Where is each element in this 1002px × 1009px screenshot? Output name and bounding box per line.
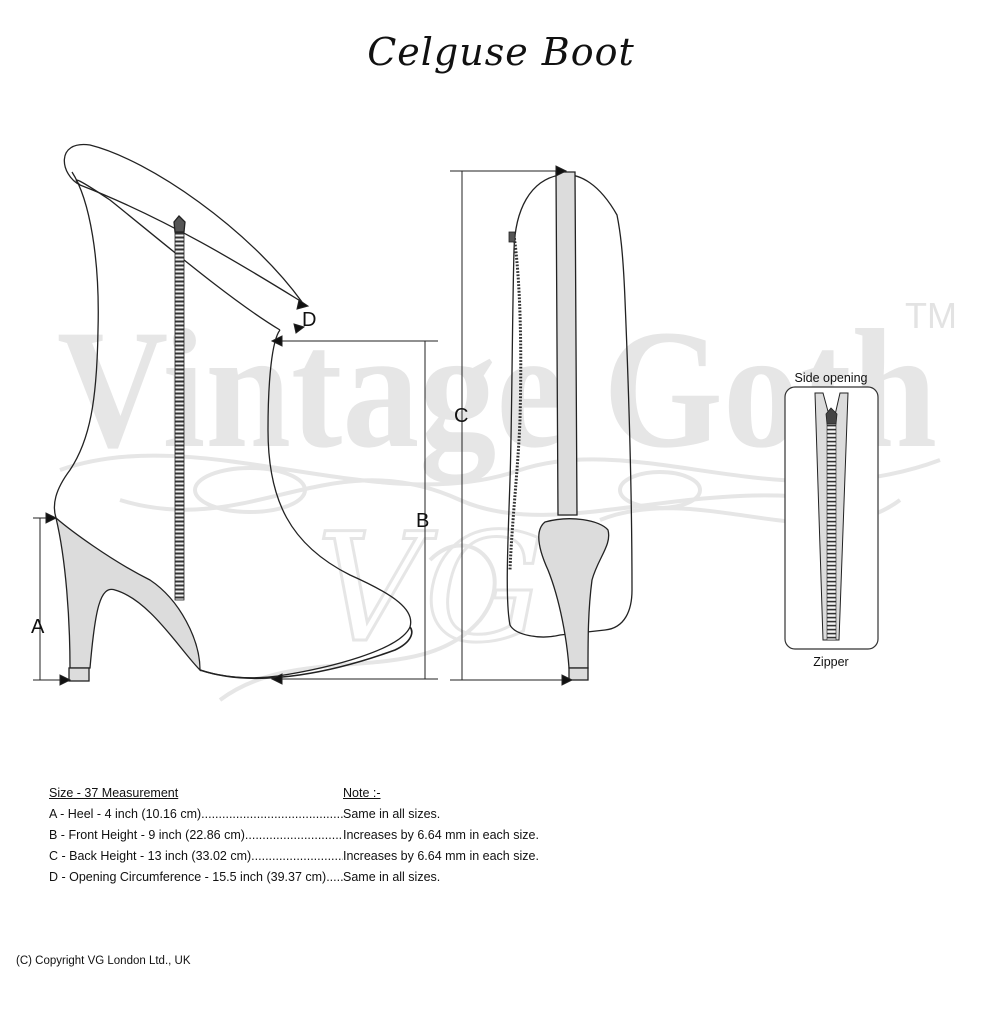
side-zipper-pull xyxy=(508,231,516,243)
measurement-row: D - Opening Circumference - 15.5 inch (3… xyxy=(49,867,539,888)
dimension-label-a: A xyxy=(31,616,45,638)
measurement-label: A - Heel - 4 inch (10.16 cm) xyxy=(49,804,343,825)
measurement-header-row: Size - 37 Measurement Note :- xyxy=(49,783,539,804)
page-title: Celguse Boot xyxy=(367,30,635,74)
back-view-outline xyxy=(506,173,633,638)
measurement-note: Same in all sizes. xyxy=(343,807,441,821)
side-zipper xyxy=(508,234,523,571)
measurement-row: A - Heel - 4 inch (10.16 cm) Same in all… xyxy=(49,804,539,825)
dimension-label-c: C xyxy=(454,405,468,427)
measurement-row: C - Back Height - 13 inch (33.02 cm) Inc… xyxy=(49,846,539,867)
zipper-caption-bottom: Zipper xyxy=(813,655,848,669)
boot-back-outline xyxy=(53,171,99,519)
front-zipper xyxy=(174,227,185,601)
measurement-note: Same in all sizes. xyxy=(343,870,441,884)
zipper-detail: Side opening Zipper xyxy=(784,371,879,669)
measurement-note: Increases by 6.64 mm in each size. xyxy=(343,849,539,863)
measurement-label: B - Front Height - 9 inch (22.86 cm) xyxy=(49,825,343,846)
zipper-caption-top: Side opening xyxy=(795,371,868,385)
boot-opening-outer xyxy=(63,143,303,303)
watermark-monogram: VG xyxy=(316,502,544,676)
back-heel-tip xyxy=(568,667,589,681)
note-header: Note :- xyxy=(343,786,381,800)
measurement-table: Size - 37 Measurement Note :- A - Heel -… xyxy=(49,783,539,888)
dimension-label-d: D xyxy=(302,309,316,331)
measurement-header: Size - 37 Measurement xyxy=(49,786,179,800)
zipper-slider xyxy=(825,407,838,425)
measurement-note: Increases by 6.64 mm in each size. xyxy=(343,828,539,842)
boot-heel xyxy=(54,516,201,672)
boot-back-view xyxy=(506,171,633,681)
heel-tip xyxy=(68,667,90,682)
boot-side-view xyxy=(53,143,413,682)
measurement-label: C - Back Height - 13 inch (33.02 cm) xyxy=(49,846,343,867)
dimension-label-b: B xyxy=(416,510,429,532)
measurement-row: B - Front Height - 9 inch (22.86 cm) Inc… xyxy=(49,825,539,846)
measurement-label: D - Opening Circumference - 15.5 inch (3… xyxy=(49,867,343,888)
copyright-notice: (C) Copyright VG London Ltd., UK xyxy=(16,955,191,967)
dimension-lines xyxy=(33,165,574,686)
zipper-teeth xyxy=(826,417,837,641)
back-seam xyxy=(555,171,578,516)
trademark-symbol: TM xyxy=(905,295,957,336)
zipper-pull xyxy=(173,215,186,233)
boot-opening-inner xyxy=(75,179,281,331)
back-heel xyxy=(538,518,610,669)
boot-sole xyxy=(199,626,413,680)
